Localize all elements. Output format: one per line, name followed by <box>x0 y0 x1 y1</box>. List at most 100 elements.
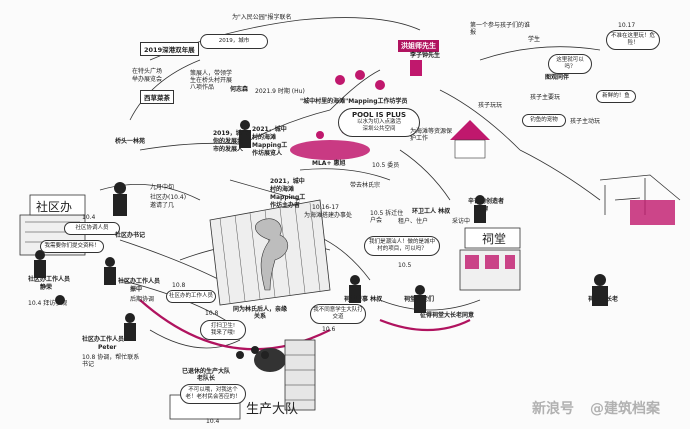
line-worker-neighbor <box>399 149 451 201</box>
gov-desc: 九月中旬 <box>150 184 175 191</box>
residents-desc: 租户、住户 <box>398 218 429 225</box>
y2019-line3: 市的发展人 <box>213 146 244 153</box>
date-108-bubble: 社区办的工作人员 <box>166 290 216 303</box>
neighbor-label: 辛苦的创造者 <box>468 198 505 205</box>
date-1017: 10.17 <box>618 22 636 29</box>
y2021a-line3: Mapping工 <box>252 142 288 149</box>
line-diag <box>229 179 301 201</box>
people-accent <box>316 60 422 139</box>
qiaotou-label: 桥头一林苑 <box>115 138 146 145</box>
pool-line-3: 深圳公共空间 <box>362 126 396 132</box>
hall-owner-3: 祠堂大长老 <box>588 296 619 303</box>
fish-market-label: 带去林氏宗 <box>350 182 381 189</box>
date-104: 10.4 <box>82 214 96 221</box>
grade-label: 学生 <box>528 36 541 43</box>
office-worker-2-name: 振中 <box>130 286 143 293</box>
y2019-line2: 你的发展城 <box>213 138 244 145</box>
y2021-9-label: 2021.9 时期 (Hu) <box>255 88 305 95</box>
pool-line-2: 以水为切入点激活 <box>356 119 401 125</box>
ling-bubble: 打扫卫生! 我来了哦! <box>200 320 246 340</box>
office-worker-1-name: 静荣 <box>40 284 53 291</box>
retired-leader-figure <box>254 348 286 372</box>
line-center-mla <box>299 168 391 181</box>
y2021a-line1: 2021，城中 <box>252 126 287 133</box>
resident-speech: 这里就可以吗？ <box>548 54 592 74</box>
line-biennale <box>129 59 201 121</box>
bubble-1017: 不准在这里玩！危险！ <box>606 30 660 50</box>
student-q: 第一个参与孩子们的谁报 <box>470 22 531 36</box>
city-invite-label: 为"入民公园"报字联名 <box>232 14 292 21</box>
li-zi-label: 李子钟先生 <box>410 52 441 59</box>
line-students-kids <box>439 89 521 151</box>
retired-bubble: 不可以哦，对我这个老！老村民会答应的！ <box>180 384 246 404</box>
biennale-title: 2019深港双年展 <box>140 42 199 56</box>
production-team-building <box>169 339 316 420</box>
y2021a-line4: 作坊展览人 <box>252 150 283 157</box>
invite-bubble-text: 2019，城市 <box>218 38 250 44</box>
office-worker-2: 社区办工作人员 <box>118 278 161 285</box>
office-worker-3-name: Peter <box>98 344 117 351</box>
hall-owner-1: 祠堂管事 林叔 <box>344 296 383 303</box>
community-office-sign: 社区办 <box>36 200 73 214</box>
line-office-tree <box>119 239 221 281</box>
office-bubble-b: 邀请了几 <box>150 202 175 209</box>
y2021b-line2: 村的海滩 <box>270 186 295 193</box>
date-104-bubble: 社区协调人员 <box>64 222 120 235</box>
ling-bubble-1: 打扫卫生! <box>210 323 236 329</box>
tree-icon <box>255 218 288 291</box>
line-school <box>479 46 601 61</box>
office-worker-1-date: 10.4 拜访参观 <box>28 300 68 307</box>
people-silhouettes <box>34 120 608 359</box>
date-108: 10.8 <box>172 282 186 289</box>
hall-agree: 征得祠堂大长老同意 <box>420 312 475 319</box>
workshop-title: "城中村里的海滩"Mapping工作坊学员 <box>300 98 408 105</box>
ancestral-hall-sign: 祠堂 <box>482 232 507 246</box>
watermark-account: @建筑档案 <box>590 401 660 417</box>
line-office-center <box>99 183 201 201</box>
office-worker-3-date: 10.8 协调，帮忙联系书记 <box>82 354 140 368</box>
ancestral-center-label: 同为林氏后人，亲缘关系 <box>232 306 287 320</box>
heritage-text: 为海滩等资源保护工作 <box>410 128 453 142</box>
y2021b-line3: Mapping工 <box>270 194 306 201</box>
y2021a-line2: 村的海滩 <box>252 134 277 141</box>
date-106: 10.6 <box>322 326 336 333</box>
invite-bubble: 2019，城市 <box>200 34 268 49</box>
line-hall-elders <box>379 299 481 311</box>
hall-bubble: 我们是潮汕人！做的是城中村的项目，可以吗？ <box>364 236 440 256</box>
date-1081: 10.8 <box>205 310 219 317</box>
neighbor-name: 刘婶 <box>476 206 489 213</box>
biennale-desc-2: 举办展览会 <box>132 76 163 83</box>
hall-owner-2: 祠堂长老们 <box>404 296 435 303</box>
pool-bubble: POOL IS PLUS 以水为切入点激活 深圳公共空间 <box>338 108 420 137</box>
date-1016: 10.16-17 <box>312 204 339 211</box>
date-105b: 10.5 <box>398 262 412 269</box>
reporter-label: 采访中 <box>452 218 471 225</box>
he-intro: 策展人，带领学生在桥头村开展八项作品 <box>190 70 233 91</box>
kids-1: 孩子玩玩 <box>478 102 503 109</box>
line-kids-playground <box>519 149 601 201</box>
central-site <box>209 199 331 306</box>
line-mla-students <box>329 69 381 111</box>
hong-shi-banner: 洪姐师先生 <box>398 40 439 52</box>
date-1016-desc: 为海滩搭建办事处 <box>304 212 353 219</box>
kids-3: 孩子主动玩 <box>570 118 601 125</box>
ancestral-hall-building <box>459 227 521 291</box>
office-worker-1: 社区办工作人员 <box>28 276 71 283</box>
mla-label: MLA+ 惠旭 <box>312 160 346 167</box>
community-office-label: 社区办书记 <box>115 232 146 239</box>
office-worker-2-date: 后期协调 <box>130 296 155 303</box>
retired-leader-label: 已退休的生产大队老队长 <box>181 368 230 382</box>
office-bubble-a: 社区办(10.4) <box>150 194 187 201</box>
stay-talk-label: 10.5 拆迁住户会 <box>370 210 404 224</box>
pool-blob <box>290 140 370 160</box>
date-105-top: 10.5 委员 <box>372 162 400 169</box>
line-peter-retired <box>149 329 241 349</box>
y2019-line1: 2019，城市 <box>213 130 248 137</box>
xijie-label: 西草菜茶 <box>140 90 174 104</box>
fishing-pet-bubble: 钓鱼的宠物 <box>522 114 566 127</box>
y2021b-line4: 作坊主办者 <box>270 202 301 209</box>
line-he-mla <box>249 109 331 141</box>
hall-bubble-2: 我不同意学生大队打交道 <box>310 304 366 324</box>
